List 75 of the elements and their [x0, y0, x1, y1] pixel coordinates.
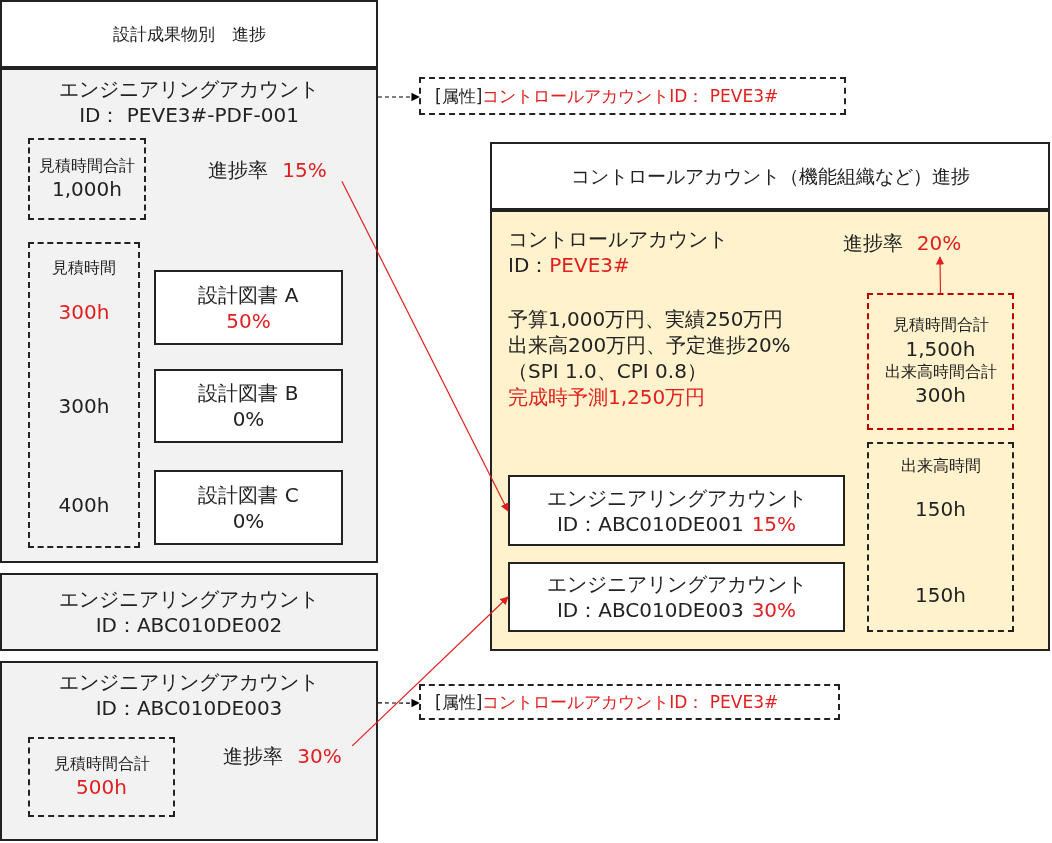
label-text: 見積時間合計: [892, 314, 989, 336]
label-text: 300h: [58, 393, 110, 419]
dashed-box: [28, 242, 140, 548]
label-text: コントロールアカウント（機能組織など）進捗: [570, 163, 970, 189]
value-text: 300h: [58, 299, 110, 325]
label-text: 300h: [915, 382, 966, 409]
label-text: 設計図書 C: [198, 481, 299, 508]
label-text: コントロールアカウント: [508, 226, 728, 252]
value-text: 30%: [297, 743, 342, 769]
value-text: 20%: [916, 230, 962, 256]
dashed-box: [867, 293, 1014, 430]
label-text: 1,000h: [52, 176, 122, 203]
arrow: [341, 180, 509, 512]
label-text: ID：: [508, 252, 550, 278]
label-text: ID： PEVE3#-PDF-001: [79, 102, 299, 128]
document-box: [508, 562, 845, 632]
header-box: [490, 142, 1050, 210]
arrow: [935, 256, 945, 294]
account-panel: [0, 68, 378, 563]
value-text: コントロールアカウントID： PEVE3#: [482, 690, 779, 714]
label-text: 見積時間: [52, 258, 116, 279]
label-text: ID：ABC010DE002: [95, 612, 283, 638]
value-text: PEVE3#: [549, 252, 630, 278]
label-text: 設計図書 A: [198, 281, 299, 308]
label-text: エンジニアリングアカウント: [546, 484, 807, 511]
value-text: 30%: [751, 597, 797, 623]
value-text: 完成時予測1,250万円: [508, 384, 706, 410]
dashed-box: [28, 737, 175, 817]
document-box: [508, 475, 845, 546]
dashed-box: [867, 442, 1014, 632]
value-text: コントロールアカウントID： PEVE3#: [482, 84, 779, 108]
label-text: 150h: [915, 582, 966, 608]
label-text: 進捗率: [223, 743, 284, 769]
account-panel: [0, 661, 378, 841]
dashed-box: [419, 77, 846, 115]
account-panel: [490, 210, 1050, 651]
label-text: [属性]: [435, 84, 483, 108]
label-text: 見積時間合計: [39, 155, 135, 177]
value-text: 50%: [226, 307, 271, 334]
label-text: 0%: [232, 406, 265, 432]
label-text: エンジニアリングアカウント: [59, 76, 319, 102]
account-panel: [0, 573, 378, 651]
label-text: 予算1,000万円、実績250万円: [508, 306, 784, 332]
dashed-box: [28, 138, 146, 220]
value-text: 15%: [282, 157, 327, 183]
label-text: 1,500h: [905, 335, 976, 362]
arrow: [351, 596, 509, 747]
label-text: 設計図書 B: [198, 380, 299, 406]
label-text: 出来高時間合計: [884, 361, 997, 383]
dashed-box: [419, 684, 840, 720]
label-text: 出来高200万円、予定進捗20%: [508, 332, 791, 358]
label-text: エンジニアリングアカウント: [59, 669, 319, 695]
label-text: エンジニアリングアカウント: [59, 586, 319, 612]
label-text: 400h: [58, 492, 110, 518]
label-text: 進捗率: [208, 157, 269, 183]
label-text: ID：ABC010DE001: [556, 510, 744, 537]
label-text: 進捗率: [842, 230, 903, 256]
document-box: [154, 470, 343, 545]
document-box: [154, 369, 343, 443]
arrow: [377, 92, 420, 102]
label-text: 設計成果物別 進捗: [112, 22, 266, 46]
header-box: [0, 0, 378, 68]
arrow: [377, 698, 420, 708]
label-text: ID：ABC010DE003: [556, 597, 744, 623]
label-text: 出来高時間: [900, 456, 981, 477]
value-text: 15%: [751, 510, 797, 537]
label-text: 150h: [915, 496, 966, 522]
label-text: ID：ABC010DE003: [95, 695, 283, 721]
label-text: エンジニアリングアカウント: [546, 571, 807, 597]
document-box: [154, 270, 343, 345]
label-text: 0%: [232, 507, 265, 534]
value-text: 500h: [76, 774, 127, 801]
label-text: 見積時間合計: [53, 753, 150, 775]
label-text: [属性]: [435, 690, 483, 714]
label-text: （SPI 1.0、CPI 0.8）: [508, 358, 707, 384]
